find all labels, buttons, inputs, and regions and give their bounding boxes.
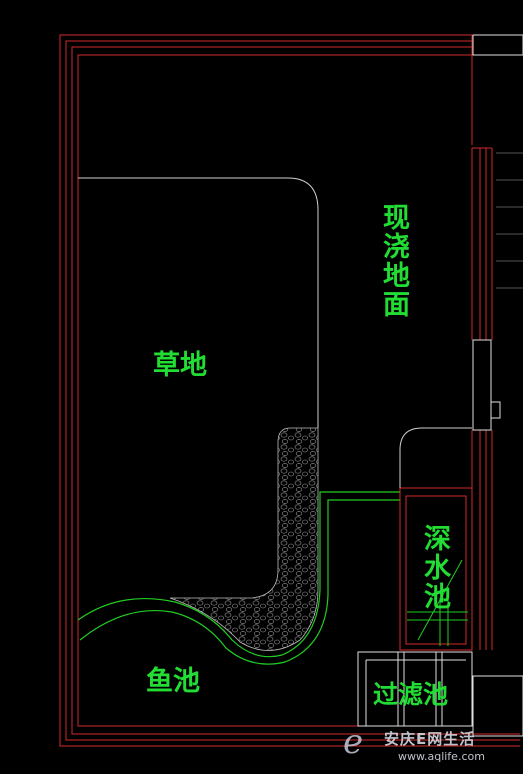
watermark-logo: e (343, 722, 364, 762)
gate-elements (472, 34, 523, 737)
right-wall (471, 35, 493, 650)
watermark-url: www.aqlife.com (398, 750, 485, 763)
lawn-boundary (78, 177, 319, 428)
fish-pond-label: 鱼池 (146, 666, 200, 697)
fish-pond-edge (77, 491, 400, 665)
lawn-label: 草地 (153, 350, 207, 381)
watermark-site-name: 安庆E网生活 (384, 730, 476, 748)
filter-pool-walls (357, 651, 473, 727)
boundary-wall (59, 34, 520, 747)
deep-pool-walls (399, 427, 473, 651)
filter-pool-label: 过滤池 (373, 680, 449, 709)
pool-inlet (407, 559, 468, 646)
deep-pool-label: 深水池 (419, 524, 450, 611)
pebble-strip (169, 427, 319, 651)
cast-ground-label: 现浇地面 (378, 203, 409, 319)
